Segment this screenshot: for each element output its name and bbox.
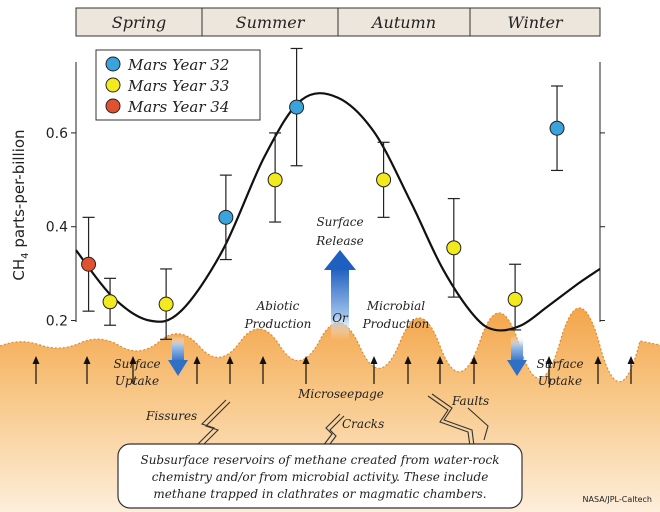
plot-frame <box>75 62 601 322</box>
y-axis-ticks: 0.2 0.4 0.6 <box>46 126 605 330</box>
microbial-production-label-1: Microbial <box>366 299 425 313</box>
y-tick-label: 0.2 <box>46 314 68 330</box>
seep-arrow-head <box>259 356 267 364</box>
season-spring: Spring <box>112 13 167 32</box>
legend-label-my33: Mars Year 33 <box>127 77 229 95</box>
legend-label-my34: Mars Year 34 <box>127 98 229 116</box>
seep-arrow-head <box>32 356 40 364</box>
legend-marker-my33 <box>105 77 121 93</box>
data-point <box>507 291 523 307</box>
seep-arrow-head <box>594 356 602 364</box>
season-bar: Spring Summer Autumn Winter <box>75 7 601 37</box>
seep-arrow-head <box>370 356 378 364</box>
cracks-label: Cracks <box>342 417 384 431</box>
data-points <box>81 99 565 312</box>
data-point <box>102 294 118 310</box>
fissures-lines <box>189 399 231 455</box>
reservoir-box: Subsurface reservoirs of methane created… <box>117 443 523 509</box>
data-point <box>446 240 462 256</box>
surface-release-arrow <box>324 250 356 340</box>
reservoir-text-line-1: Subsurface reservoirs of methane created… <box>140 453 499 467</box>
data-point <box>218 209 234 225</box>
seep-arrow-head <box>470 356 478 364</box>
fissures-label: Fissures <box>145 409 197 423</box>
surface-release-label-1: Surface <box>316 215 363 229</box>
or-label: Or <box>332 311 349 325</box>
seep-arrow-head <box>129 356 137 364</box>
surface-uptake-right-label-2: Uptake <box>538 374 582 388</box>
season-summer: Summer <box>236 13 306 32</box>
seep-arrow-head <box>545 356 553 364</box>
seep-arrow-head <box>226 356 234 364</box>
surface-uptake-left-label-2: Uptake <box>115 374 159 388</box>
seep-arrow-head <box>302 356 310 364</box>
credit-label: NASA/JPL-Caltech <box>583 495 652 504</box>
data-point <box>549 120 565 136</box>
data-point <box>267 172 283 188</box>
data-point <box>81 256 97 272</box>
abiotic-production-label-2: Production <box>244 317 312 331</box>
surface-uptake-arrow-left <box>168 336 188 376</box>
ground-surface-line <box>0 307 660 383</box>
data-point <box>376 172 392 188</box>
surface-uptake-left-label-1: Surface <box>113 357 160 371</box>
seep-arrow-head <box>193 356 201 364</box>
surface-release-label-2: Release <box>315 234 364 248</box>
seep-arrow-head <box>83 356 91 364</box>
reservoir-text-line-2: chemistry and/or from microbial activity… <box>152 470 489 484</box>
seasonal-fit-curve <box>75 92 601 332</box>
data-point <box>158 296 174 312</box>
faults-label: Faults <box>451 394 489 408</box>
legend-marker-my32 <box>105 56 121 72</box>
surface-uptake-right-label-1: Surface <box>536 357 583 371</box>
microbial-production-label-2: Production <box>362 317 430 331</box>
legend-label-my32: Mars Year 32 <box>127 56 229 74</box>
microseepage-arrows <box>32 356 635 384</box>
season-autumn: Autumn <box>370 13 436 32</box>
seep-arrow-head <box>404 356 412 364</box>
seep-arrow-head <box>436 356 444 364</box>
reservoir-text-line-3: methane trapped in clathrates or magmati… <box>153 487 486 501</box>
y-axis-label: CH4 parts-per-billion <box>10 129 31 280</box>
surface-uptake-arrow-right <box>507 336 527 376</box>
faults-lines <box>427 393 489 447</box>
data-point <box>289 99 305 115</box>
y-tick-label: 0.6 <box>46 126 68 142</box>
legend: Mars Year 32 Mars Year 33 Mars Year 34 <box>95 49 261 121</box>
abiotic-production-label-1: Abiotic <box>256 299 300 313</box>
y-tick-label: 0.4 <box>46 220 68 236</box>
microseepage-label: Microseepage <box>297 387 384 401</box>
legend-marker-my34 <box>105 98 121 114</box>
seep-arrow-head <box>627 356 635 364</box>
season-winter: Winter <box>507 13 563 32</box>
